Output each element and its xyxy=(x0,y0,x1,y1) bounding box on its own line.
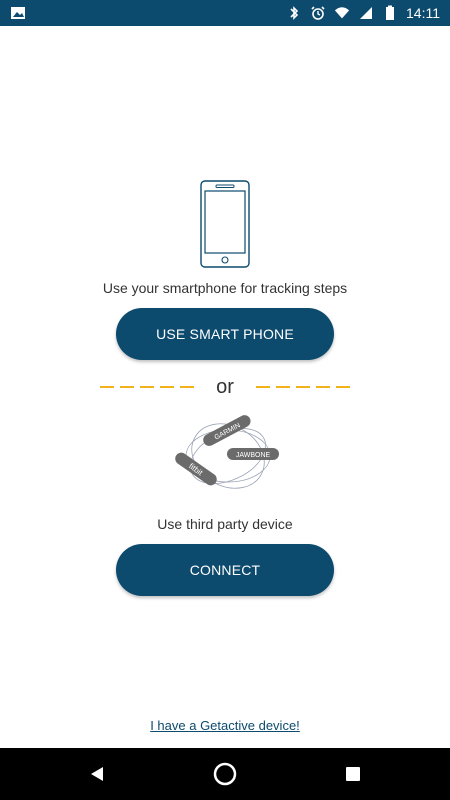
left-dashes xyxy=(100,386,194,388)
battery-icon xyxy=(382,5,398,21)
jawbone-label: JAWBONE xyxy=(236,452,271,459)
smartphone-icon xyxy=(199,179,251,269)
cell-signal-icon xyxy=(358,5,374,21)
or-separator: or xyxy=(100,374,350,400)
image-icon xyxy=(10,5,26,21)
use-smart-phone-button[interactable]: USE SMART PHONE xyxy=(116,308,334,360)
getactive-device-link[interactable]: I have a Getactive device! xyxy=(150,718,300,733)
home-icon[interactable] xyxy=(211,760,239,788)
bluetooth-icon xyxy=(286,5,302,21)
wearables-illustration: GARMIN fitbit JAWBONE xyxy=(168,411,283,501)
back-icon[interactable] xyxy=(83,760,111,788)
status-left xyxy=(10,5,26,21)
garmin-band: GARMIN xyxy=(203,415,251,446)
third-party-caption: Use third party device xyxy=(157,516,293,532)
connect-button[interactable]: CONNECT xyxy=(116,544,334,596)
navigation-bar xyxy=(0,748,450,800)
status-bar: 14:11 xyxy=(0,0,450,26)
status-right: 14:11 xyxy=(286,5,440,21)
smartphone-caption: Use your smartphone for tracking steps xyxy=(102,280,348,296)
jawbone-band: JAWBONE xyxy=(227,448,279,460)
recents-icon[interactable] xyxy=(339,760,367,788)
or-text: or xyxy=(216,375,234,398)
fitbit-band: fitbit xyxy=(175,452,217,486)
wifi-icon xyxy=(334,5,350,21)
content-area: Use your smartphone for tracking steps U… xyxy=(0,26,450,748)
right-dashes xyxy=(255,386,350,388)
status-time: 14:11 xyxy=(406,5,440,21)
alarm-icon xyxy=(310,5,326,21)
